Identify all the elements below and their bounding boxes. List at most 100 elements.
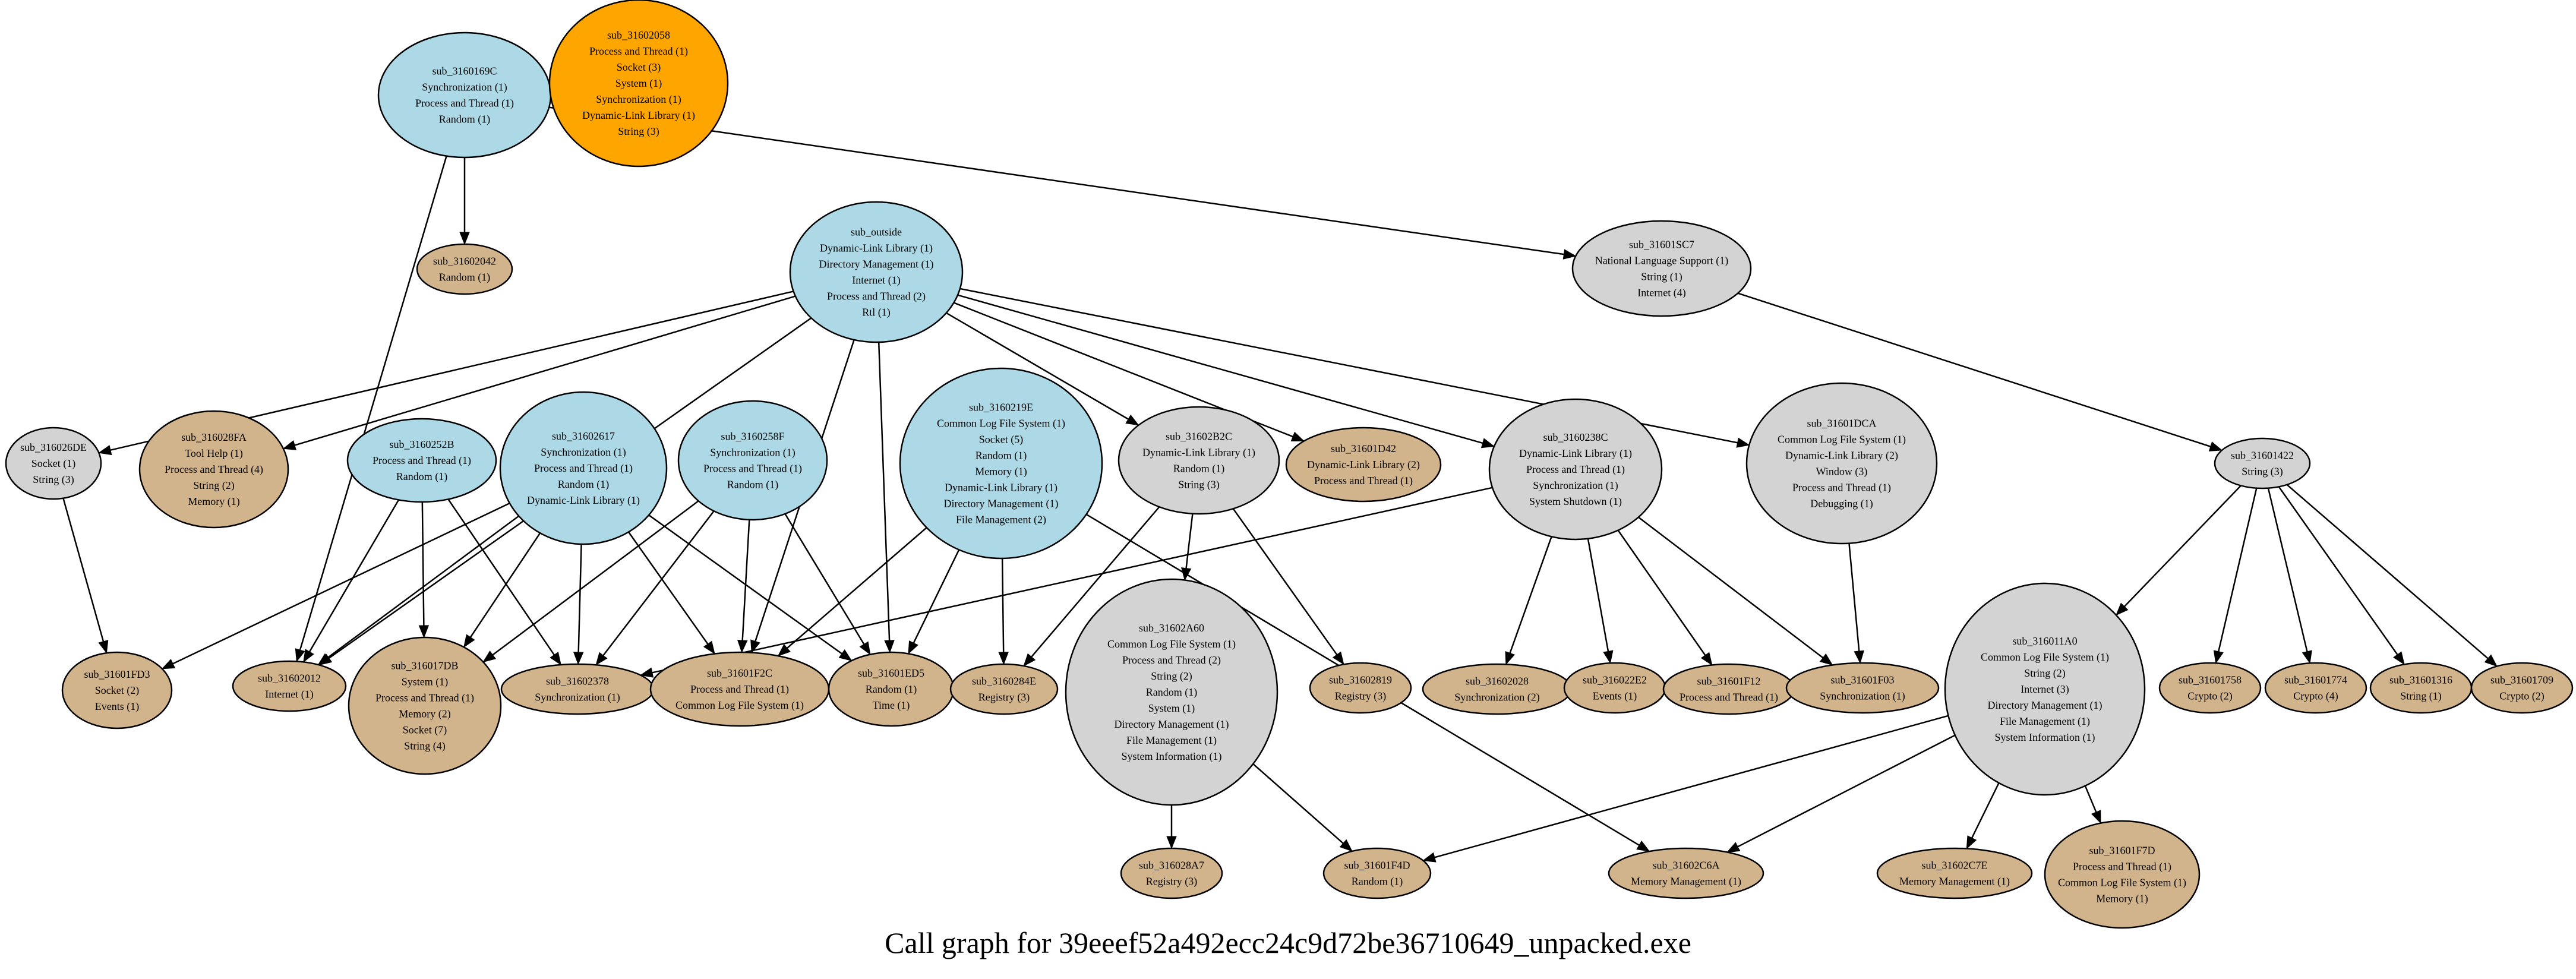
edge-arrowhead (317, 653, 332, 665)
node-api-category: Dynamic-Link Library (1) (820, 242, 933, 255)
edge-arrowhead (2484, 654, 2498, 667)
edge-sub_31602B2C-sub_31602A60 (1180, 513, 1194, 581)
node-title: sub_31602617 (552, 430, 615, 442)
node-title: sub_31602B2C (1166, 431, 1232, 443)
node-api-category: Window (3) (1816, 466, 1868, 478)
edge-line (2286, 484, 2489, 659)
edge-arrowhead (1166, 836, 1177, 849)
node-api-category: Process and Thread (1) (375, 692, 474, 705)
node-api-category: Crypto (4) (2293, 690, 2338, 703)
edge-arrowhead (1562, 249, 1577, 260)
edge-line (469, 532, 541, 638)
edge-line (447, 498, 555, 656)
node-ellipse (5, 427, 102, 500)
edge-sub_31601422-sub_31601316 (2278, 486, 2405, 665)
edge-sub_3160219E-sub_3160284E (998, 558, 1009, 665)
edge-sub_3160169C-sub_31602042 (459, 157, 470, 245)
node-title: sub_outside (851, 226, 902, 238)
edge-line (327, 515, 520, 659)
node-api-category: System (1) (615, 77, 662, 90)
node-api-category: Registry (3) (1146, 876, 1197, 888)
edge-sub_31602617-sub_31602378 (573, 544, 584, 665)
node-api-category: Process and Thread (1) (534, 462, 633, 475)
edge-sub_outside-sub_3160238C (957, 294, 1495, 449)
edge-line (172, 503, 510, 665)
edge-arrowhead (1736, 437, 1750, 448)
node-api-category: String (2) (1151, 670, 1192, 683)
edge-line (1848, 543, 1860, 652)
node-api-category: Crypto (2) (2499, 690, 2545, 703)
node-api-category: Socket (2) (95, 684, 139, 697)
node-ellipse (232, 660, 347, 712)
node-title: sub_31601422 (2231, 450, 2294, 462)
edge-sub_31602617-sub_31601F2C (627, 531, 715, 655)
node-ellipse (1488, 398, 1663, 541)
node-api-category: String (3) (1178, 479, 1220, 491)
node-title: sub_316028FA (181, 431, 247, 443)
edge-line (1737, 292, 2211, 447)
node-api-category: Common Log File System (1) (1981, 651, 2109, 664)
edge-arrowhead (1854, 650, 1864, 664)
node-ellipse (61, 651, 173, 729)
node-api-category: Crypto (2) (2187, 690, 2233, 703)
edge-arrowhead (908, 640, 918, 655)
edge-line (1185, 513, 1194, 569)
edge-line (1232, 508, 1338, 655)
node-ellipse (949, 663, 1059, 715)
node-ellipse (677, 400, 828, 521)
node-api-category: String (3) (33, 473, 74, 486)
edge-sub_3160238C-sub_31602028 (1505, 536, 1552, 665)
edge-sub_31601DCA-sub_31601F03 (1848, 543, 1864, 664)
node-api-category: Process and Thread (2) (1122, 654, 1221, 667)
node-title: sub_31601DCA (1807, 418, 1876, 430)
edge-sub_3160258F-sub_31601ED5 (784, 513, 871, 655)
edge-arrowhead (1290, 431, 1305, 442)
node-api-category: File Management (1) (1126, 734, 1217, 747)
node-ellipse (1608, 847, 1764, 899)
edge-line (1617, 529, 1706, 656)
edge-line (577, 544, 582, 653)
node-ellipse (1662, 663, 1795, 715)
edge-line (2084, 785, 2097, 813)
graph-caption: Call graph for 39eeef52a492ecc24c9d72be3… (885, 926, 1691, 959)
